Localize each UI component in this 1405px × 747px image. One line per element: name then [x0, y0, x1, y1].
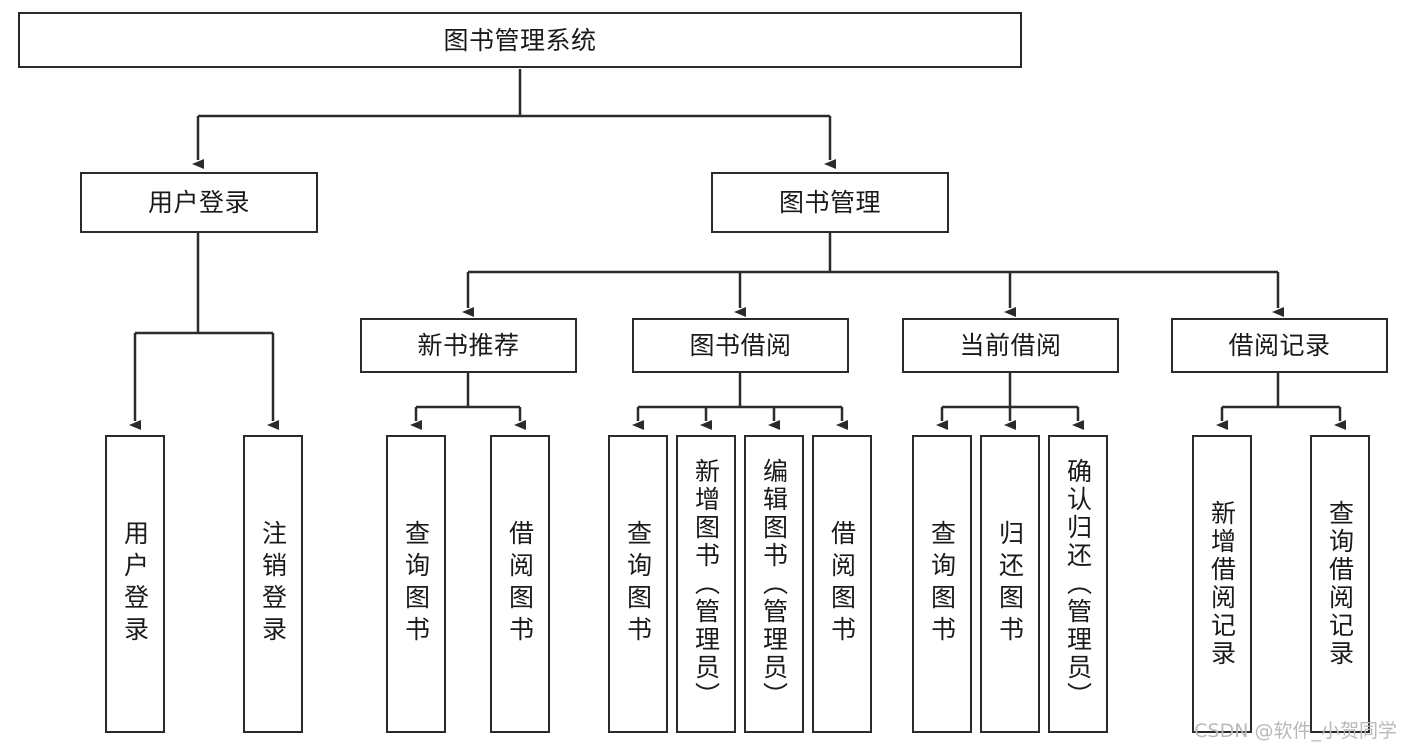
leaf-add-borrow-record[interactable]: 新增借阅记录 [1192, 435, 1252, 733]
leaf-edit-book-admin[interactable]: 编辑图书（管理员） [744, 435, 804, 733]
node-label: 编辑图书（管理员） [759, 458, 789, 710]
leaf-borrow-book-recommend[interactable]: 借阅图书 [490, 435, 550, 733]
node-label: 用户登录 [147, 188, 250, 217]
node-user-login[interactable]: 用户登录 [80, 172, 318, 233]
leaf-confirm-return-admin[interactable]: 确认归还（管理员） [1048, 435, 1108, 733]
node-book-management[interactable]: 图书管理 [711, 172, 949, 233]
node-label: 查询图书 [401, 520, 431, 648]
leaf-query-book-current[interactable]: 查询图书 [912, 435, 972, 733]
node-label: 查询借阅记录 [1325, 500, 1355, 668]
node-book-borrow[interactable]: 图书借阅 [632, 318, 849, 373]
node-label: 当前借阅 [959, 331, 1062, 360]
node-new-book-recommend[interactable]: 新书推荐 [360, 318, 577, 373]
node-label: 图书借阅 [689, 331, 792, 360]
node-label: 新增借阅记录 [1207, 500, 1237, 668]
node-borrow-record[interactable]: 借阅记录 [1171, 318, 1388, 373]
node-label: 确认归还（管理员） [1063, 458, 1093, 710]
leaf-borrow-book[interactable]: 借阅图书 [812, 435, 872, 733]
node-label: 图书管理 [778, 188, 881, 217]
node-label: 借阅图书 [827, 520, 857, 648]
node-label: 新书推荐 [417, 331, 520, 360]
node-root-book-management-system[interactable]: 图书管理系统 [18, 12, 1022, 68]
watermark-text: CSDN @软件_小贺同学 [1194, 720, 1397, 742]
node-label: 归还图书 [995, 520, 1025, 648]
node-label: 图书管理系统 [443, 25, 597, 55]
node-label: 借阅图书 [505, 520, 535, 648]
node-current-borrow[interactable]: 当前借阅 [902, 318, 1119, 373]
leaf-query-book-recommend[interactable]: 查询图书 [386, 435, 446, 733]
node-label: 新增图书（管理员） [691, 458, 721, 710]
node-label: 借阅记录 [1228, 331, 1331, 360]
node-label: 注销登录 [258, 520, 288, 648]
node-label: 查询图书 [623, 520, 653, 648]
leaf-add-book-admin[interactable]: 新增图书（管理员） [676, 435, 736, 733]
leaf-user-login[interactable]: 用户登录 [105, 435, 165, 733]
leaf-query-book-borrow[interactable]: 查询图书 [608, 435, 668, 733]
leaf-user-logout[interactable]: 注销登录 [243, 435, 303, 733]
node-label: 查询图书 [927, 520, 957, 648]
leaf-return-book[interactable]: 归还图书 [980, 435, 1040, 733]
node-label: 用户登录 [120, 520, 150, 648]
leaf-query-borrow-record[interactable]: 查询借阅记录 [1310, 435, 1370, 733]
